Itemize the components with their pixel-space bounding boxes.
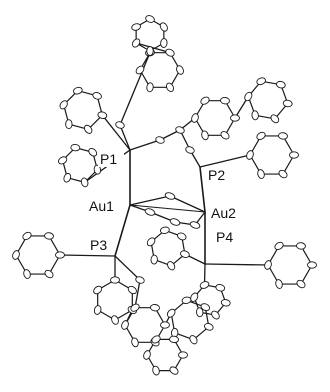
- bond-15: [102, 115, 130, 150]
- atom-ellipsoid-70: [93, 305, 101, 315]
- atom-ellipsoid-0: [155, 136, 165, 145]
- atom-ellipsoid-66: [160, 226, 170, 234]
- atom-ellipsoid-92: [221, 299, 231, 307]
- atom-ellipsoid-13: [87, 147, 98, 158]
- atom-ellipsoid-40: [290, 152, 299, 158]
- atom-label-au1: Au1: [89, 198, 114, 214]
- atom-ellipsoid-77: [120, 320, 129, 331]
- atom-ellipsoid-64: [151, 255, 158, 264]
- atom-ellipsoid-86: [179, 352, 188, 358]
- atom-ellipsoid-43: [245, 150, 254, 161]
- atom-label-p4: P4: [216, 229, 233, 245]
- atom-ellipsoid-31: [190, 113, 199, 124]
- atom-ellipsoid-89: [142, 350, 151, 361]
- atom-ellipsoid-71: [92, 285, 103, 296]
- atom-ellipsoid-44: [255, 131, 266, 141]
- atom-ellipsoid-10: [63, 172, 72, 183]
- atom-ellipsoid-58: [275, 279, 284, 289]
- atom-ellipsoid-52: [23, 269, 32, 279]
- atom-ellipsoid-46: [144, 207, 155, 216]
- atom-ellipsoid-33: [220, 97, 230, 104]
- atom-label-p1: P1: [100, 151, 117, 167]
- atom-ellipsoid-28: [231, 115, 240, 121]
- atom-ellipsoid-32: [199, 96, 210, 106]
- bond-58: [200, 155, 250, 167]
- atom-ellipsoid-54: [21, 231, 32, 241]
- bond-1: [200, 167, 205, 212]
- atom-ellipsoid-19: [165, 48, 176, 58]
- atom-ellipsoid-61: [296, 242, 306, 249]
- atom-ellipsoid-21: [147, 47, 153, 56]
- atom-ellipsoid-88: [152, 365, 161, 375]
- atom-ellipsoid-36: [251, 111, 258, 121]
- atom-ellipsoid-8: [92, 91, 103, 100]
- atom-ellipsoid-87: [168, 365, 179, 376]
- atom-label-p2: P2: [208, 167, 225, 183]
- atom-ellipsoid-5: [66, 120, 73, 129]
- atom-label-p3: P3: [90, 237, 107, 253]
- atom-ellipsoid-27: [115, 121, 125, 130]
- atom-ellipsoid-29: [219, 130, 230, 141]
- atom-ellipsoid-55: [44, 232, 54, 239]
- atom-ellipsoid-15: [165, 82, 175, 93]
- atom-ellipsoid-50: [56, 252, 65, 258]
- atom-ellipsoid-22: [131, 37, 142, 48]
- atom-ellipsoid-47: [169, 217, 180, 226]
- atom-ellipsoid-30: [201, 130, 210, 140]
- atom-ellipsoid-74: [161, 322, 170, 328]
- atom-ellipsoid-73: [127, 285, 138, 295]
- atom-ellipsoid-34: [283, 100, 293, 108]
- atom-ellipsoid-41: [277, 169, 288, 180]
- atom-ellipsoid-23: [131, 23, 141, 32]
- atom-ellipsoid-2: [185, 146, 195, 155]
- atom-ellipsoid-39: [276, 80, 286, 89]
- atom-label-layer: P1 P2 Au1 Au2 P3 P4: [87, 150, 243, 253]
- atom-ellipsoid-97: [215, 283, 225, 292]
- atom-ellipsoid-42: [257, 169, 266, 179]
- atom-ellipsoid-layer: [11, 14, 316, 375]
- atom-ellipsoid-79: [150, 304, 160, 311]
- bond-71: [60, 255, 115, 256]
- atom-label-au2: Au2: [211, 205, 236, 221]
- atom-ellipsoid-67: [176, 232, 187, 242]
- bond-122: [115, 256, 140, 280]
- atom-ellipsoid-57: [295, 279, 306, 290]
- bond-35: [120, 53, 150, 125]
- atom-ellipsoid-81: [188, 334, 198, 345]
- bond-78: [205, 264, 268, 265]
- atom-ellipsoid-63: [166, 260, 176, 271]
- bond-5: [130, 140, 160, 150]
- atom-ellipsoid-56: [308, 262, 317, 268]
- atom-ellipsoid-76: [131, 337, 140, 347]
- atom-ellipsoid-26: [160, 38, 167, 48]
- atom-ellipsoid-91: [169, 336, 179, 343]
- atom-ellipsoid-51: [43, 269, 54, 280]
- bond-63: [130, 196, 170, 205]
- atom-ellipsoid-96: [199, 280, 210, 289]
- atom-ellipsoid-48: [189, 220, 200, 229]
- atom-ellipsoid-60: [273, 241, 284, 251]
- atom-ellipsoid-38: [256, 77, 267, 86]
- atom-ellipsoid-53: [11, 250, 20, 261]
- atom-ellipsoid-25: [159, 21, 169, 32]
- atom-ellipsoid-49: [164, 191, 175, 200]
- atom-ellipsoid-84: [181, 296, 191, 304]
- atom-ellipsoid-98: [135, 276, 145, 285]
- atom-ellipsoid-69: [110, 315, 119, 326]
- atom-ellipsoid-24: [145, 14, 156, 23]
- bond-123: [135, 280, 140, 308]
- atom-ellipsoid-45: [278, 132, 288, 139]
- atom-ellipsoid-20: [175, 65, 185, 76]
- atom-ellipsoid-59: [263, 260, 272, 271]
- bond-layer: [16, 19, 312, 371]
- atom-ellipsoid-72: [110, 277, 119, 284]
